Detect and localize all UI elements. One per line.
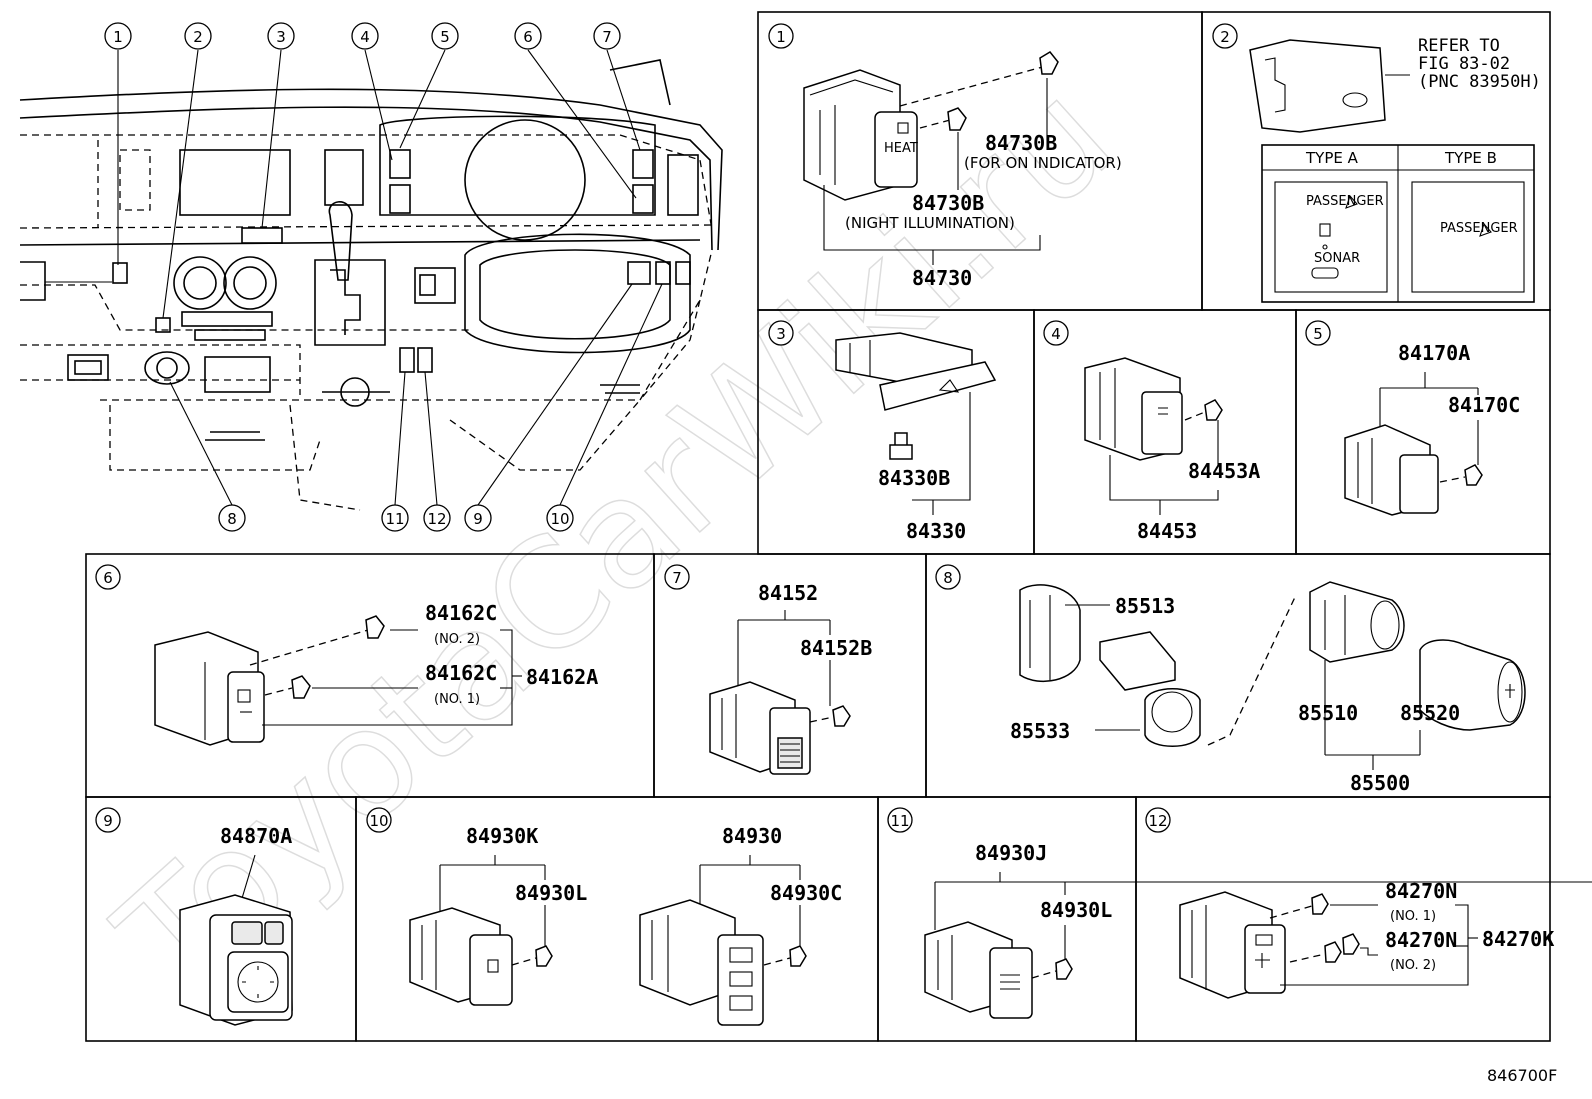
pn-84330B: 84330B: [878, 466, 950, 490]
svg-text:12: 12: [1148, 812, 1167, 830]
pn-84730B-night-note: (NIGHT ILLUMINATION): [845, 214, 1015, 232]
pn-84152B: 84152B: [800, 636, 872, 660]
panel-5: 5 84170A 84170C: [1305, 320, 1520, 516]
panel-8: 8 85513 85533 85510 85520 85500: [935, 564, 1526, 795]
pn-84170C: 84170C: [1448, 393, 1520, 417]
callout-4: 4: [351, 22, 379, 50]
callout-3: 3: [267, 22, 295, 50]
pn-84162C-no2-note: (NO. 2): [434, 632, 480, 647]
svg-text:9: 9: [103, 812, 113, 830]
svg-text:3: 3: [776, 325, 786, 343]
pn-84870A: 84870A: [220, 824, 292, 848]
callout-8: 8: [218, 504, 246, 532]
pn-84162C-no1: 84162C: [425, 661, 497, 685]
pn-84270N-no2: 84270N: [1385, 928, 1457, 952]
pn-84730B-night: 84730B: [912, 191, 984, 215]
pn-84170A: 84170A: [1398, 341, 1470, 365]
panel-2: 2 REFER TO FIG 83-02 (PNC 83950H) TYPE A…: [1212, 23, 1541, 303]
callout-6: 6: [514, 22, 542, 50]
svg-text:1: 1: [776, 28, 786, 46]
callout-10: 10: [546, 504, 574, 532]
svg-text:2: 2: [193, 28, 203, 46]
svg-text:2: 2: [1220, 28, 1230, 46]
figure-code: 846700F: [1487, 1066, 1557, 1085]
svg-text:11: 11: [890, 812, 909, 830]
dashboard-overview: 1 2 3 4 5 6 7 8 11 12 9 10: [19, 22, 723, 532]
pn-84453: 84453: [1137, 519, 1197, 543]
type-a-label: TYPE A: [1305, 149, 1359, 167]
pn-85510: 85510: [1298, 701, 1358, 725]
panel-12: 12 84270N (NO. 1) 84270N (NO. 2) 84270K: [1145, 807, 1554, 999]
panel-4: 4 84453A 84453: [1043, 320, 1260, 543]
type-b-label: TYPE B: [1444, 149, 1497, 167]
callout-1: 1: [104, 22, 132, 50]
pn-84270N-no2-note: (NO. 2): [1390, 958, 1436, 973]
svg-text:8: 8: [943, 569, 953, 587]
pn-84930C: 84930C: [770, 881, 842, 905]
pn-84330: 84330: [906, 519, 966, 543]
svg-text:10: 10: [369, 812, 388, 830]
pn-84930J: 84930J: [975, 841, 1047, 865]
panel-9: 9 84870A: [95, 807, 293, 1026]
pn-84270K: 84270K: [1482, 927, 1554, 951]
svg-text:6: 6: [523, 28, 533, 46]
svg-text:9: 9: [473, 510, 483, 528]
type-a-passenger-label: PASSENGER: [1306, 194, 1384, 209]
watermark: ToyotaCarWiki.ru: [87, 50, 1146, 1028]
pn-85513: 85513: [1115, 594, 1175, 618]
heat-label-icon: HEAT: [884, 141, 918, 156]
pn-85500: 85500: [1350, 771, 1410, 795]
panel-frames: [85, 11, 1551, 1042]
svg-text:6: 6: [103, 569, 113, 587]
svg-text:4: 4: [360, 28, 370, 46]
pn-84930L-11: 84930L: [1040, 898, 1112, 922]
pn-84270N-no1-note: (NO. 1): [1390, 909, 1436, 924]
panel-7: 7 84152 84152B: [664, 564, 872, 775]
pn-84730B-on-note: (FOR ON INDICATOR): [964, 154, 1122, 172]
pn-84162A: 84162A: [526, 665, 598, 689]
svg-text:12: 12: [427, 510, 446, 528]
pn-84162C-no1-note: (NO. 1): [434, 692, 480, 707]
type-a-sonar-label: SONAR: [1314, 251, 1360, 266]
svg-text:10: 10: [550, 510, 569, 528]
pn-84162C-no2: 84162C: [425, 601, 497, 625]
pn-84453A: 84453A: [1188, 459, 1260, 483]
panel-6: 6 84162C (NO. 2) 84162C (NO. 1) 84162A: [95, 564, 598, 746]
pn-85520: 85520: [1400, 701, 1460, 725]
refer-line-1: REFER TO: [1418, 36, 1500, 56]
svg-text:8: 8: [227, 510, 237, 528]
panel-1: 1 HEAT 84730B (FOR ON INDICATOR) 84730B …: [768, 23, 1122, 290]
pn-84930L: 84930L: [515, 881, 587, 905]
refer-line-2: FIG 83-02: [1418, 54, 1510, 74]
panel-3: 3 84330B 84330: [768, 320, 997, 543]
callout-11: 11: [381, 504, 409, 532]
pn-84152: 84152: [758, 581, 818, 605]
svg-text:7: 7: [672, 569, 682, 587]
callout-12: 12: [423, 504, 451, 532]
refer-line-3: (PNC 83950H): [1418, 72, 1541, 92]
pn-84930: 84930: [722, 824, 782, 848]
svg-text:4: 4: [1051, 325, 1061, 343]
pn-84930K: 84930K: [466, 824, 538, 848]
callout-9: 9: [464, 504, 492, 532]
pn-84730B-on: 84730B: [985, 131, 1057, 155]
type-b-passenger-label: PASSENGER: [1440, 221, 1518, 236]
pn-84270N-no1: 84270N: [1385, 879, 1457, 903]
svg-text:5: 5: [1313, 325, 1323, 343]
callout-5: 5: [431, 22, 459, 50]
panel-11: 11 84930J 84930L: [887, 807, 1592, 1019]
svg-text:11: 11: [385, 510, 404, 528]
svg-text:5: 5: [440, 28, 450, 46]
callout-7: 7: [593, 22, 621, 50]
svg-text:1: 1: [113, 28, 123, 46]
pn-84730: 84730: [912, 266, 972, 290]
svg-text:7: 7: [602, 28, 612, 46]
pn-85533: 85533: [1010, 719, 1070, 743]
svg-text:3: 3: [276, 28, 286, 46]
callout-2: 2: [184, 22, 212, 50]
panel-10: 10 84930K 84930L 84930 84930C: [366, 807, 842, 1026]
